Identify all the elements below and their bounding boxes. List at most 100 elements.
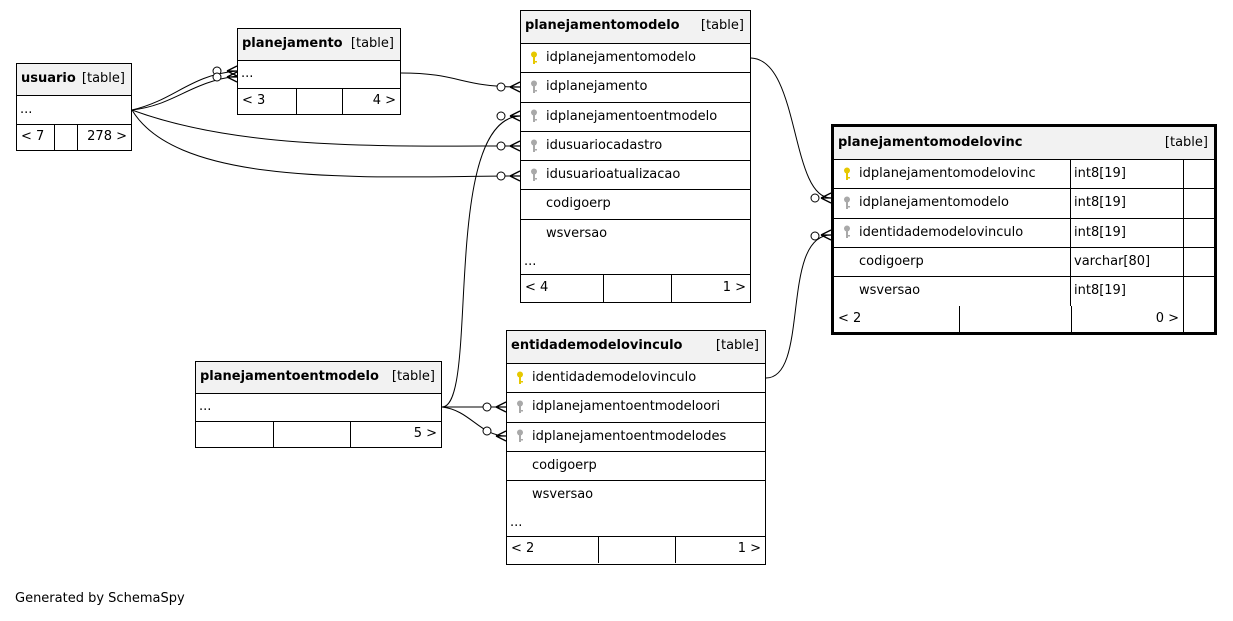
foreign-key-icon	[531, 139, 537, 152]
children-count[interactable]: 278 >	[77, 125, 131, 150]
primary-key-icon	[531, 51, 537, 64]
column-name: idusuariocadastro	[546, 137, 663, 153]
column-type: int8[19]	[1070, 218, 1184, 247]
optional-cardinality-circle	[496, 82, 506, 92]
column-row[interactable]: wsversao	[521, 220, 750, 249]
table-kind: [table]	[391, 369, 435, 384]
column-name: idusuarioatualizacao	[546, 167, 681, 183]
count-spacer	[273, 422, 350, 447]
table-name: usuario	[21, 71, 76, 86]
parents-count[interactable]: < 7	[21, 129, 45, 144]
optional-cardinality-circle	[810, 193, 820, 203]
parents-count[interactable]: < 2	[838, 311, 862, 327]
table-header: planejamentomodelo [table]	[521, 11, 750, 44]
crows-foot-many-marker	[509, 170, 521, 182]
column-name: wsversao	[532, 487, 594, 503]
relationship-counts: 5 >	[196, 422, 441, 447]
children-count[interactable]: 0 >	[1071, 306, 1184, 334]
relationship-counts: < 7 278 >	[17, 125, 131, 150]
columns-ellipsis: ...	[238, 61, 400, 89]
columns-ellipsis: ...	[196, 394, 441, 422]
column-row[interactable]: codigoerp	[521, 190, 750, 220]
optional-cardinality-circle	[496, 171, 506, 181]
table-header: entidademodelovinculo [table]	[507, 331, 765, 364]
crows-foot-many-marker	[495, 430, 507, 442]
column-row[interactable]: wsversao	[507, 481, 765, 510]
column-name: identidademodelovinculo	[532, 370, 697, 385]
parents-count[interactable]: < 2	[511, 541, 535, 557]
column-row[interactable]: idusuarioatualizacao	[521, 161, 750, 191]
table-name: planejamentoentmodelo	[200, 369, 379, 384]
crows-foot-many-marker	[226, 65, 238, 77]
relationship-line	[441, 115, 521, 408]
children-count[interactable]: 5 >	[350, 422, 441, 447]
table-kind: [table]	[1164, 135, 1208, 150]
relationship-counts: < 3 4 >	[238, 89, 400, 114]
relationship-line	[131, 75, 238, 111]
table-planejamentomodelovinc[interactable]: planejamentomodelovinc [table] idplaneja…	[831, 124, 1217, 335]
table-header: planejamentoentmodelo [table]	[196, 362, 441, 394]
table-planejamento[interactable]: planejamento [table] ... < 3 4 >	[237, 28, 401, 115]
table-header: usuario [table]	[17, 64, 131, 96]
column-name: codigoerp	[546, 196, 611, 212]
table-kind: [table]	[715, 338, 759, 353]
column-row[interactable]: idplanejamentoentmodeloori	[507, 393, 765, 423]
table-planejamentoentmodelo[interactable]: planejamentoentmodelo [table] ... 5 >	[195, 361, 442, 448]
generated-by-credit: Generated by SchemaSpy	[15, 591, 185, 606]
parents-count[interactable]: < 3	[242, 93, 266, 108]
table-name: entidademodelovinculo	[511, 338, 683, 353]
column-row[interactable]: identidademodelovinculo	[507, 364, 765, 394]
columns-ellipsis: ...	[17, 96, 131, 125]
count-spacer	[296, 89, 342, 114]
column-row[interactable]: idusuariocadastro	[521, 132, 750, 162]
table-header: planejamento [table]	[238, 29, 400, 61]
table-kind: [table]	[350, 36, 394, 51]
parents-count[interactable]	[196, 422, 273, 447]
count-spacer	[598, 537, 675, 564]
relationship-counts: < 2 0 >	[834, 306, 1184, 334]
relationship-line	[131, 109, 521, 147]
children-count[interactable]: 4 >	[342, 89, 400, 114]
crows-foot-many-marker	[820, 192, 832, 204]
crows-foot-many-marker	[509, 81, 521, 93]
relationship-counts: < 4 1 >	[521, 275, 750, 303]
column-row[interactable]: idplanejamentomodelo	[521, 44, 750, 74]
relationship-line	[131, 109, 521, 178]
relationship-line	[765, 234, 832, 379]
table-planejamentomodelo[interactable]: planejamentomodelo [table] idplanejament…	[520, 10, 751, 303]
crows-foot-many-marker	[495, 401, 507, 413]
table-kind: [table]	[700, 18, 744, 33]
crows-foot-many-marker	[509, 140, 521, 152]
optional-cardinality-circle	[496, 141, 506, 151]
column-name: wsversao	[859, 283, 921, 299]
column-name: idplanejamentoentmodelodes	[532, 428, 727, 444]
optional-cardinality-circle	[810, 231, 820, 241]
parents-count[interactable]: < 4	[525, 280, 549, 296]
column-name: codigoerp	[532, 457, 597, 473]
column-row[interactable]: idplanejamentoentmodelo	[521, 103, 750, 132]
table-entidademodelovinculo[interactable]: entidademodelovinculo [table] identidade…	[506, 330, 766, 565]
primary-key-icon	[517, 371, 523, 384]
column-row[interactable]: idplanejamentoentmodelodes	[507, 423, 765, 452]
count-spacer	[603, 275, 671, 303]
crows-foot-many-marker	[509, 110, 521, 122]
count-spacer	[54, 125, 77, 150]
table-name: planejamentomodelo	[525, 18, 680, 33]
relationship-line	[441, 406, 507, 437]
children-count[interactable]: 1 >	[671, 275, 750, 303]
optional-cardinality-circle	[482, 402, 492, 412]
columns-ellipsis: ...	[507, 510, 765, 538]
table-usuario[interactable]: usuario [table] ... < 7 278 >	[16, 63, 132, 151]
column-row[interactable]: idplanejamento	[521, 73, 750, 103]
children-count[interactable]: 1 >	[675, 537, 765, 564]
foreign-key-icon	[531, 109, 537, 123]
column-name: idplanejamentoentmodelo	[546, 108, 718, 124]
column-row[interactable]: codigoerp	[507, 452, 765, 482]
column-name: idplanejamentomodelo	[546, 50, 696, 65]
foreign-key-icon	[844, 225, 850, 239]
